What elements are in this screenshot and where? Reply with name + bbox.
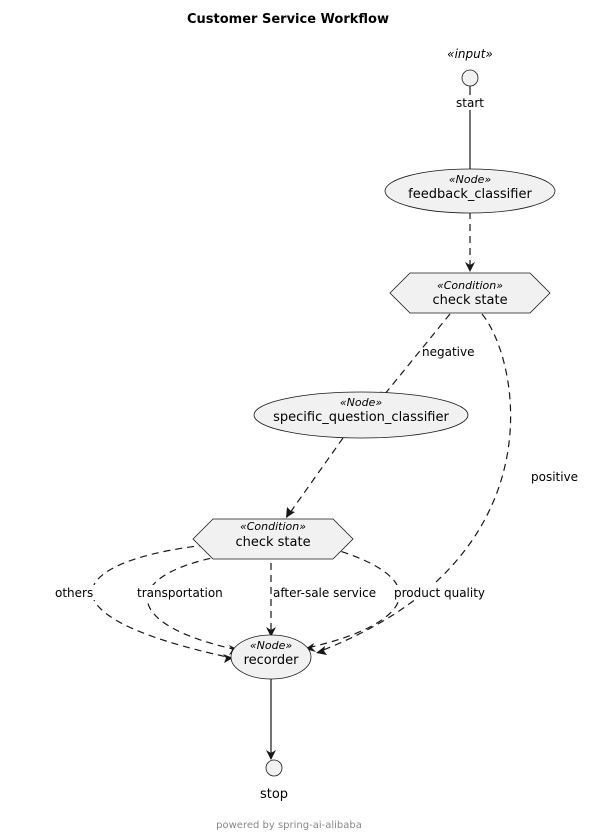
edge-check2-others: [91, 544, 233, 659]
check-state-1-label: check state: [432, 293, 507, 308]
arrow-head-check2: [286, 507, 295, 518]
check-state-1-node: «Condition» check state: [389, 272, 551, 314]
arrow-head-recorder-positive: [316, 646, 327, 655]
diagram-title: Customer Service Workflow: [187, 12, 389, 27]
edge-label-after-sale: after-sale service: [273, 586, 376, 600]
edge-check2-product-quality: [306, 547, 400, 649]
specific-question-classifier-ellipse: [253, 391, 469, 439]
transportation-label-bg: [135, 585, 231, 600]
arrow-head-stop: [266, 750, 276, 760]
check-state-2-node: «Condition» check state: [192, 518, 354, 560]
stop-circle: [265, 759, 283, 777]
start-stereotype: «input»: [447, 47, 493, 61]
edge-check1-positive: [317, 313, 512, 653]
arrow-head-recorder-others: [223, 654, 233, 663]
start-circle: [461, 69, 479, 87]
arrow-head-recorder-after-sale: [266, 627, 276, 637]
edge-check1-negative: [379, 313, 451, 401]
stop-node: stop: [260, 759, 288, 802]
check-state-1-hexagon: [389, 272, 551, 314]
check-state-2-stereotype: «Condition»: [240, 520, 306, 533]
feedback-classifier-ellipse: [384, 168, 556, 214]
feedback-classifier-node: «Node» feedback_classifier: [384, 168, 556, 214]
recorder-stereotype: «Node»: [250, 639, 292, 652]
edge-label-others: others: [55, 586, 93, 600]
edge-specific-to-check2: [286, 437, 344, 518]
edge-label-product-quality: product quality: [394, 586, 485, 600]
edge-label-negative: negative: [422, 345, 474, 359]
after-sale-label-bg: [272, 585, 386, 600]
others-label-bg: [53, 585, 99, 600]
start-node: «input» start: [447, 47, 493, 110]
specific-question-classifier-node: «Node» specific_question_classifier: [253, 391, 469, 439]
edge-label-positive: positive: [531, 470, 578, 484]
start-label-bg: [450, 95, 490, 110]
feedback-classifier-stereotype: «Node»: [449, 173, 491, 186]
edge-label-transportation: transportation: [137, 586, 223, 600]
product-quality-label-bg: [392, 585, 493, 600]
specific-question-classifier-stereotype: «Node»: [340, 396, 382, 409]
stop-label: stop: [260, 787, 288, 802]
recorder-label: recorder: [244, 653, 300, 668]
footer-credit: powered by spring-ai-alibaba: [216, 820, 362, 831]
recorder-node: «Node» recorder: [230, 634, 312, 680]
edge-check2-transportation: [146, 555, 239, 651]
recorder-ellipse: [230, 634, 312, 680]
check-state-1-stereotype: «Condition»: [437, 279, 503, 292]
edge-labels-check2: others transportation after-sale service…: [53, 585, 493, 600]
check-state-2-hexagon: [192, 518, 354, 560]
arrow-head-check1: [465, 262, 475, 272]
start-label: start: [456, 96, 484, 110]
feedback-classifier-label: feedback_classifier: [408, 187, 532, 202]
specific-question-classifier-label: specific_question_classifier: [273, 410, 449, 425]
edges: [91, 86, 512, 759]
check-state-2-label: check state: [235, 535, 310, 550]
